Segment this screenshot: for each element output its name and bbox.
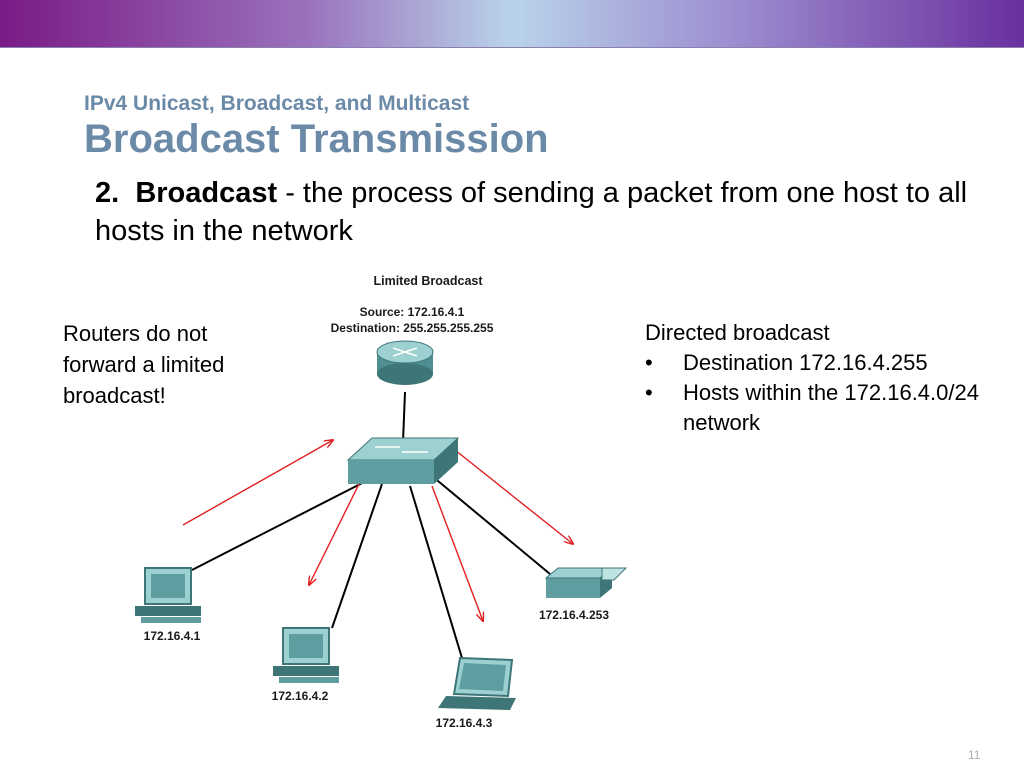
diagram-header: Limited Broadcast [373, 274, 483, 288]
link-host-4 [431, 475, 551, 575]
list-item: • Hosts within the 172.16.4.0/24 network [645, 378, 1005, 438]
link-host-2 [331, 483, 383, 629]
destination-label: Destination: 255.255.255.255 [331, 321, 494, 335]
definition-number: 2. [95, 177, 120, 209]
network-links [191, 391, 551, 659]
slide-title: Broadcast Transmission [84, 117, 549, 161]
host-label: 172.16.4.3 [436, 716, 493, 730]
definition-text: - the process of sending a packet from o… [95, 177, 968, 247]
bullet-icon: • [645, 350, 653, 375]
slide-subtitle: IPv4 Unicast, Broadcast, and Multicast [84, 92, 470, 115]
link-host-1 [191, 477, 373, 571]
pc-icon [273, 627, 339, 683]
arrow-source-to-switch [182, 440, 333, 526]
directed-broadcast-list: • Destination 172.16.4.255 • Hosts within … [645, 348, 1005, 438]
broadcast-definition: 2. Broadcast - the process of sending a … [95, 174, 995, 250]
router-icon [376, 340, 434, 385]
broadcast-arrows [182, 440, 573, 621]
bullet-text: Destination 172.16.4.255 [683, 350, 928, 375]
host-label: 172.16.4.1 [144, 629, 201, 643]
arrow-to-host-3 [431, 485, 483, 621]
directed-broadcast-note: Directed broadcast • Destination 172.16.4… [645, 318, 1005, 438]
link-host-3 [409, 485, 463, 659]
laptop-icon [438, 656, 516, 710]
bullet-icon: • [645, 380, 653, 405]
arrow-to-host-2 [309, 483, 360, 585]
router-note: Routers do not forward a limited broadca… [63, 321, 225, 408]
definition-term: Broadcast [135, 177, 278, 209]
link-router-switch [402, 391, 406, 443]
page-number: 11 [968, 748, 981, 762]
list-item: • Destination 172.16.4.255 [645, 348, 1005, 378]
bullet-text: Hosts within the 172.16.4.0/24 network [683, 380, 979, 435]
pc-icon [135, 567, 201, 623]
switch-icon [346, 437, 460, 484]
directed-broadcast-heading: Directed broadcast [645, 320, 830, 345]
host-label: 172.16.4.2 [272, 689, 329, 703]
host-label: 172.16.4.253 [539, 608, 609, 622]
source-label: Source: 172.16.4.1 [360, 305, 465, 319]
printer-icon [544, 567, 628, 598]
header-band [0, 0, 1024, 48]
arrow-to-host-4 [449, 445, 573, 544]
